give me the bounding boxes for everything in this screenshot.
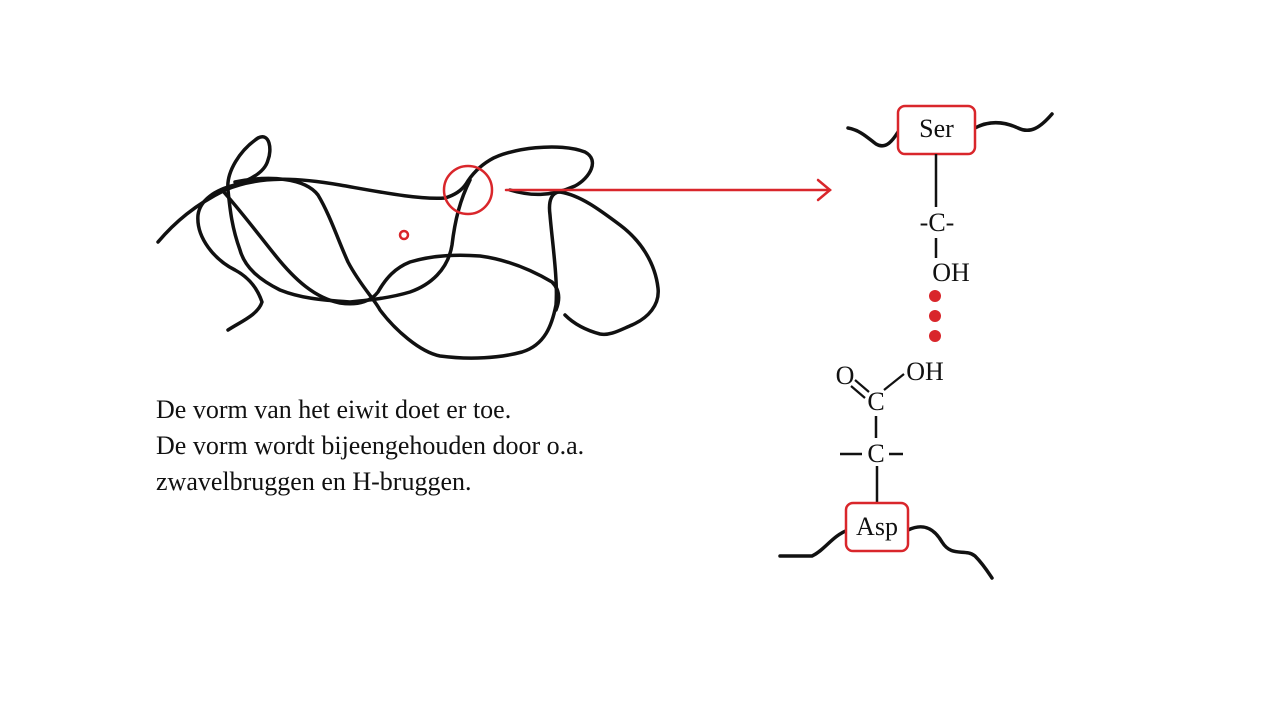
caption-text: De vorm van het eiwit doet er toe. De vo… — [156, 392, 584, 500]
protein-chain-path — [233, 176, 660, 360]
svg-text:C: C — [867, 439, 884, 468]
hydrogen-bond-dot — [929, 330, 941, 342]
asp-carboxyl-carbon: C — [867, 387, 884, 416]
hydrogen-bond-dot — [929, 290, 941, 302]
marker-dot — [398, 229, 410, 241]
asp-carbon: C — [840, 439, 903, 468]
bottom-backbone — [778, 525, 994, 580]
ser-residue-label: Ser — [919, 114, 954, 143]
highlight-circle — [442, 164, 494, 216]
hydrogen-bond-dots — [929, 290, 941, 342]
caption-line-2: De vorm wordt bijeengehouden door o.a. — [156, 431, 585, 460]
zoom-arrow — [504, 178, 832, 202]
asp-residue-label: Asp — [856, 512, 898, 541]
caption-line-3: zwavelbruggen en H-bruggen. — [156, 467, 472, 496]
caption-line-1: De vorm van het eiwit doet er toe. — [156, 395, 512, 424]
asp-carbonyl-o: O — [836, 361, 855, 390]
top-backbone — [846, 112, 1054, 148]
asp-residue-box — [844, 501, 910, 553]
ser-hydroxyl: OH — [932, 258, 970, 287]
ser-carbon: -C- — [920, 208, 955, 237]
protein-chain-path — [196, 135, 472, 332]
carboxyl-bonds — [850, 373, 905, 399]
asp-hydroxyl: OH — [906, 357, 944, 386]
protein-chain — [156, 135, 660, 360]
protein-chain-path — [220, 188, 561, 312]
hydrogen-bond-dot — [929, 310, 941, 322]
protein-chain-path — [156, 145, 595, 244]
